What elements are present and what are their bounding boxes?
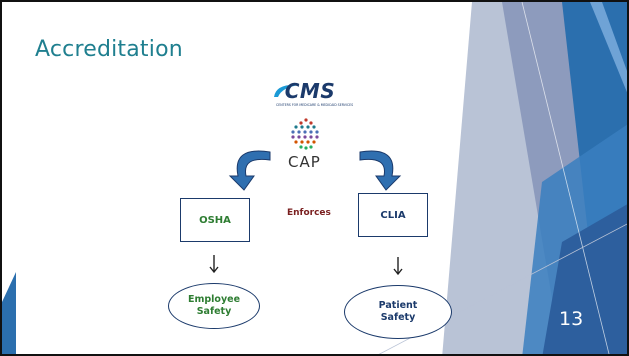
employee-safety-oval: Employee Safety	[168, 283, 260, 329]
clia-box: CLIA	[358, 193, 428, 237]
cms-swoosh-icon	[274, 84, 300, 97]
cms-logo-text: CMS	[284, 79, 336, 103]
employee-safety-line2: Safety	[196, 306, 232, 317]
cms-logo-subtitle: CENTERS FOR MEDICARE & MEDICAID SERVICES	[276, 103, 354, 107]
down-arrow-icon	[209, 255, 219, 274]
deco-stripe	[590, 2, 627, 93]
page-number: 13	[559, 308, 584, 330]
clia-label: CLIA	[380, 209, 406, 221]
deco-left-wedge	[2, 272, 16, 354]
cap-logo-text: CAP	[288, 153, 321, 171]
deco-panel-dark	[542, 204, 627, 354]
cms-logo: CMS CENTERS FOR MEDICARE & MEDICAID SERV…	[270, 79, 354, 109]
curved-arrow-right-icon	[359, 150, 402, 191]
deco-line	[521, 2, 610, 354]
patient-safety-line1: Patient	[378, 300, 418, 311]
down-arrow-icon	[393, 257, 403, 276]
slide-title: Accreditation	[35, 37, 183, 62]
enforces-label: Enforces	[287, 208, 331, 218]
osha-box: OSHA	[180, 198, 250, 242]
curved-arrow-left-icon	[228, 150, 271, 191]
osha-label: OSHA	[199, 214, 231, 226]
patient-safety-line2: Safety	[380, 312, 416, 323]
patient-safety-oval: Patient Safety	[344, 285, 452, 339]
cap-dots-icon	[291, 118, 319, 150]
employee-safety-line1: Employee	[187, 294, 241, 305]
